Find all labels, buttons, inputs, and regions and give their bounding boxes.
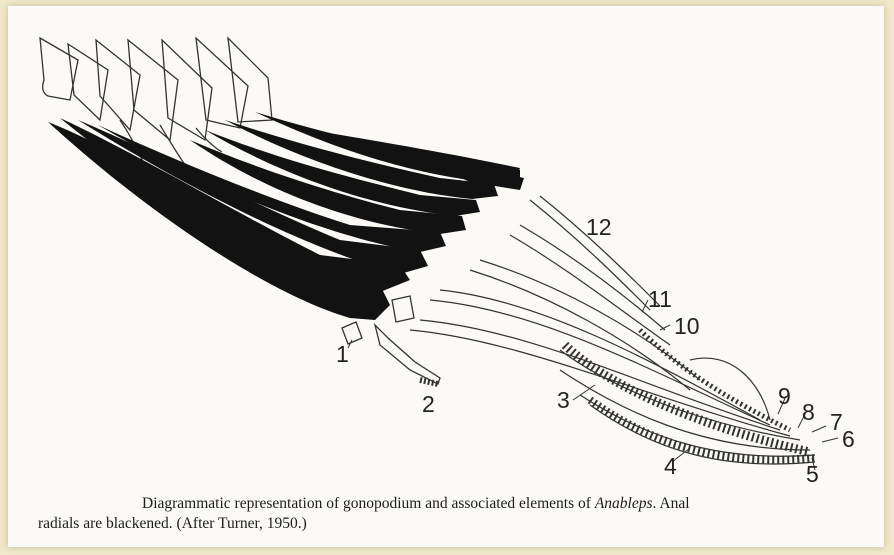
label-6: 6 (842, 426, 855, 452)
figure-caption: Diagrammatic representation of gonopodiu… (38, 494, 868, 534)
label-leaders (348, 300, 838, 470)
label-12: 12 (586, 214, 612, 240)
label-4: 4 (664, 453, 677, 479)
caption-genus: Anableps (595, 495, 653, 512)
segmented-ray-hatching (420, 330, 815, 460)
label-9: 9 (778, 383, 791, 409)
caption-line-1: Diagrammatic representation of gonopodiu… (38, 494, 868, 514)
label-2: 2 (422, 391, 435, 417)
label-8: 8 (802, 399, 815, 425)
caption-text-start: Diagrammatic representation of gonopodiu… (142, 495, 595, 512)
label-7: 7 (830, 409, 843, 435)
label-11: 11 (648, 286, 672, 312)
label-3: 3 (557, 387, 570, 413)
anal-radials-blackened (48, 112, 524, 320)
caption-line-2: radials are blackened. (After Turner, 19… (38, 515, 307, 532)
caption-text-end: . Anal (653, 495, 690, 512)
label-1: 1 (336, 341, 349, 367)
label-5: 5 (806, 461, 819, 487)
gonopodium-rays (410, 196, 815, 464)
label-10: 10 (674, 313, 700, 339)
